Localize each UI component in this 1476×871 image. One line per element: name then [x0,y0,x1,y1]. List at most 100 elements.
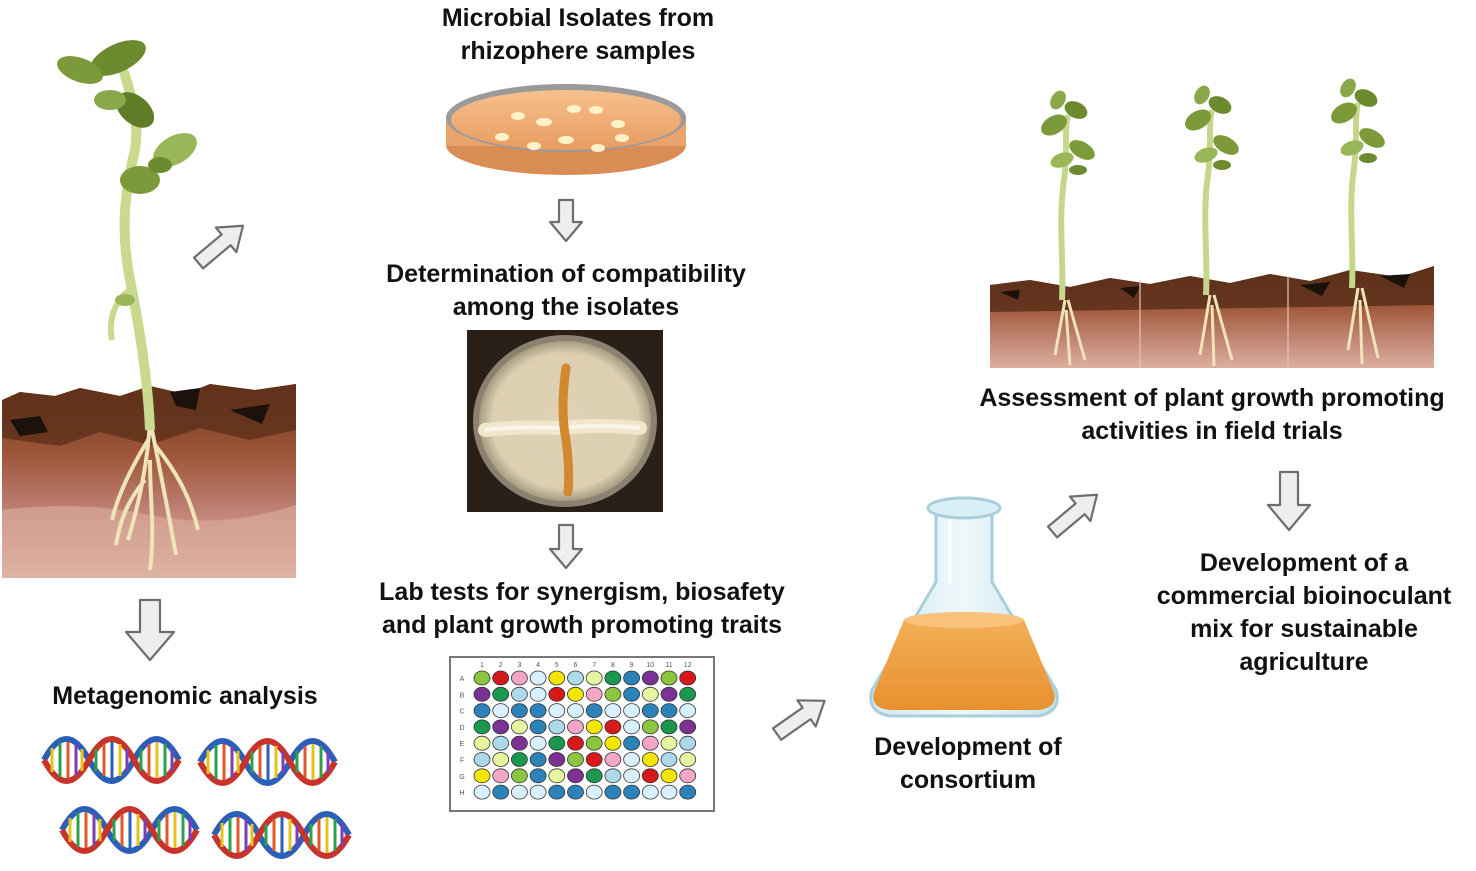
well [511,784,528,800]
well-column-label: 6 [574,662,578,669]
well [567,752,584,767]
well [585,752,603,767]
label-microbial-isolates: Microbial Isolates from rhizophere sampl… [378,2,778,68]
well [623,703,640,718]
well [529,784,547,800]
field-seedlings [1037,76,1388,300]
well-column-label: 2 [499,662,503,669]
well [679,719,697,735]
well [529,686,547,702]
well [585,768,603,784]
well [529,670,547,686]
well [529,752,547,767]
label-line: Determination of compatibility [386,260,746,288]
well-column-label: 12 [684,662,692,669]
well [604,768,622,784]
well [548,686,566,702]
well [492,703,510,718]
well [473,719,491,735]
compatibility-plate-photo [467,330,663,512]
label-line: agriculture [1239,648,1369,676]
well [548,703,566,718]
well [679,670,697,686]
well [660,670,678,686]
well [641,752,659,767]
erlenmeyer-flask-icon [869,496,1059,718]
well [585,719,603,735]
well-row-label: D [459,725,464,732]
well [473,784,491,800]
arrow-up-right-icon [771,699,826,741]
well [660,752,678,767]
well [511,768,528,784]
well [679,784,697,800]
well [660,719,678,735]
well [604,752,622,767]
well [660,784,678,800]
arrow-down-icon [548,523,584,570]
arrow-up-right-icon [1046,493,1099,539]
well-row-label: B [460,692,465,699]
well [585,735,603,751]
well [567,703,584,718]
label-line: Metagenomic analysis [52,682,318,710]
arrow-down-icon [124,598,176,662]
arrow-down-icon [548,198,584,243]
well [511,719,528,735]
petri-dish-isolates [446,84,686,175]
well [660,703,678,718]
label-line: Development of [874,733,1062,761]
well [548,784,566,800]
well [567,670,584,686]
well-column-label: 4 [536,662,540,669]
well [511,735,528,751]
well-column-label: 7 [592,662,596,669]
well-column-label: 8 [611,662,615,669]
well [604,686,622,702]
well [623,784,640,800]
well-row-label: G [459,774,464,781]
well [623,719,640,735]
well [492,784,510,800]
well [623,768,640,784]
well [604,703,622,718]
well [473,686,491,702]
well [679,735,697,751]
well [604,719,622,735]
well [641,784,659,800]
label-line: commercial bioinoculant [1156,582,1452,610]
well [511,686,528,702]
well-row-label: A [460,676,465,683]
well [548,719,566,735]
well [585,670,603,686]
well [511,703,528,718]
well [623,670,640,686]
label-line: among the isolates [452,293,680,321]
well-column-label: 1 [480,662,484,669]
label-field-trials: Assessment of plant growth promoting act… [948,382,1476,448]
well [641,703,659,718]
well [548,768,566,784]
well [660,768,678,784]
label-line: consortium [899,766,1037,794]
well [529,719,547,735]
well-row-label: F [460,758,464,765]
well [604,784,622,800]
well-row-label: H [459,790,464,797]
well [623,686,640,702]
label-line: activities in field trials [1081,417,1343,445]
well [473,735,491,751]
well [660,686,678,702]
dna-helix-icon [44,739,349,856]
well [511,752,528,767]
well-row-label: C [459,709,464,716]
well [641,686,659,702]
arrow-up-right-icon [192,224,245,270]
well [604,670,622,686]
label-line: Lab tests for synergism, biosafety [379,578,785,606]
well [492,686,510,702]
well [473,752,491,767]
